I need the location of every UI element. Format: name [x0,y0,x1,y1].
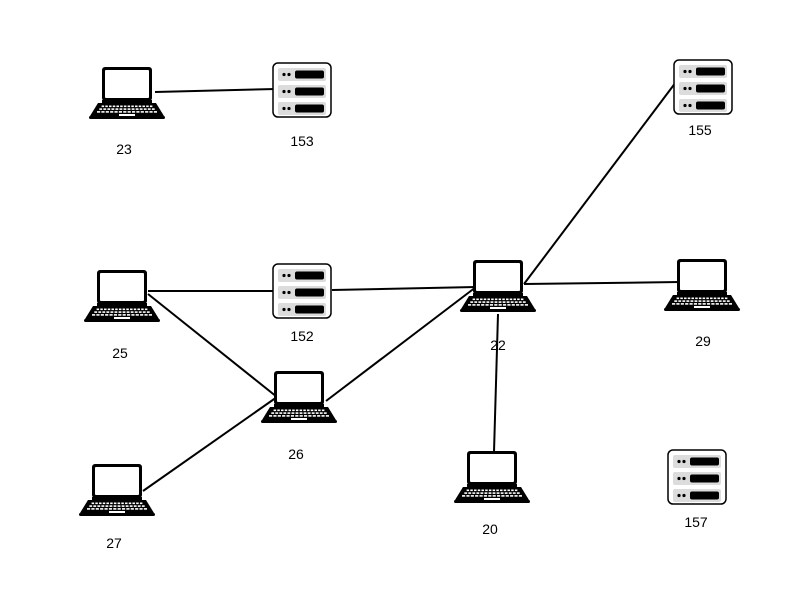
node-label: 25 [112,345,128,361]
server-icon [673,59,733,115]
node-label: 29 [695,333,711,349]
laptop-icon [664,259,740,311]
node-29: 29 [664,259,740,349]
node-155: 155 [673,59,733,138]
link-27-26 [142,396,278,492]
laptop-icon [454,451,530,503]
node-label: 157 [684,514,708,530]
node-label: 153 [290,133,314,149]
node-20: 20 [454,451,530,537]
node-25: 25 [84,270,160,361]
link-23-153 [154,88,277,93]
node-label: 155 [688,122,712,138]
node-label: 23 [116,141,132,157]
link-152-22 [331,286,477,291]
node-22: 22 [460,260,536,353]
server-icon [272,263,332,319]
nodes-layer: 23 153 155 25 152 22 29 26 27 20 157 [79,59,740,551]
node-label: 152 [290,328,314,344]
node-label: 22 [490,337,506,353]
node-label: 27 [106,535,122,551]
node-153: 153 [272,62,332,149]
node-27: 27 [79,464,155,551]
laptop-icon [261,371,337,423]
node-23: 23 [89,67,165,157]
node-label: 20 [482,521,498,537]
link-26-22 [325,286,477,402]
laptop-icon [84,270,160,322]
node-26: 26 [261,371,337,462]
laptop-icon [89,67,165,119]
link-22-155 [523,81,677,285]
server-icon [272,62,332,118]
node-152: 152 [272,263,332,344]
server-icon [667,449,727,505]
edges-layer [142,81,681,492]
link-22-29 [523,281,681,285]
laptop-icon [460,260,536,312]
link-25-26 [147,293,278,398]
link-22-20 [493,313,499,453]
node-157: 157 [667,449,727,530]
node-label: 26 [288,446,304,462]
laptop-icon [79,464,155,516]
